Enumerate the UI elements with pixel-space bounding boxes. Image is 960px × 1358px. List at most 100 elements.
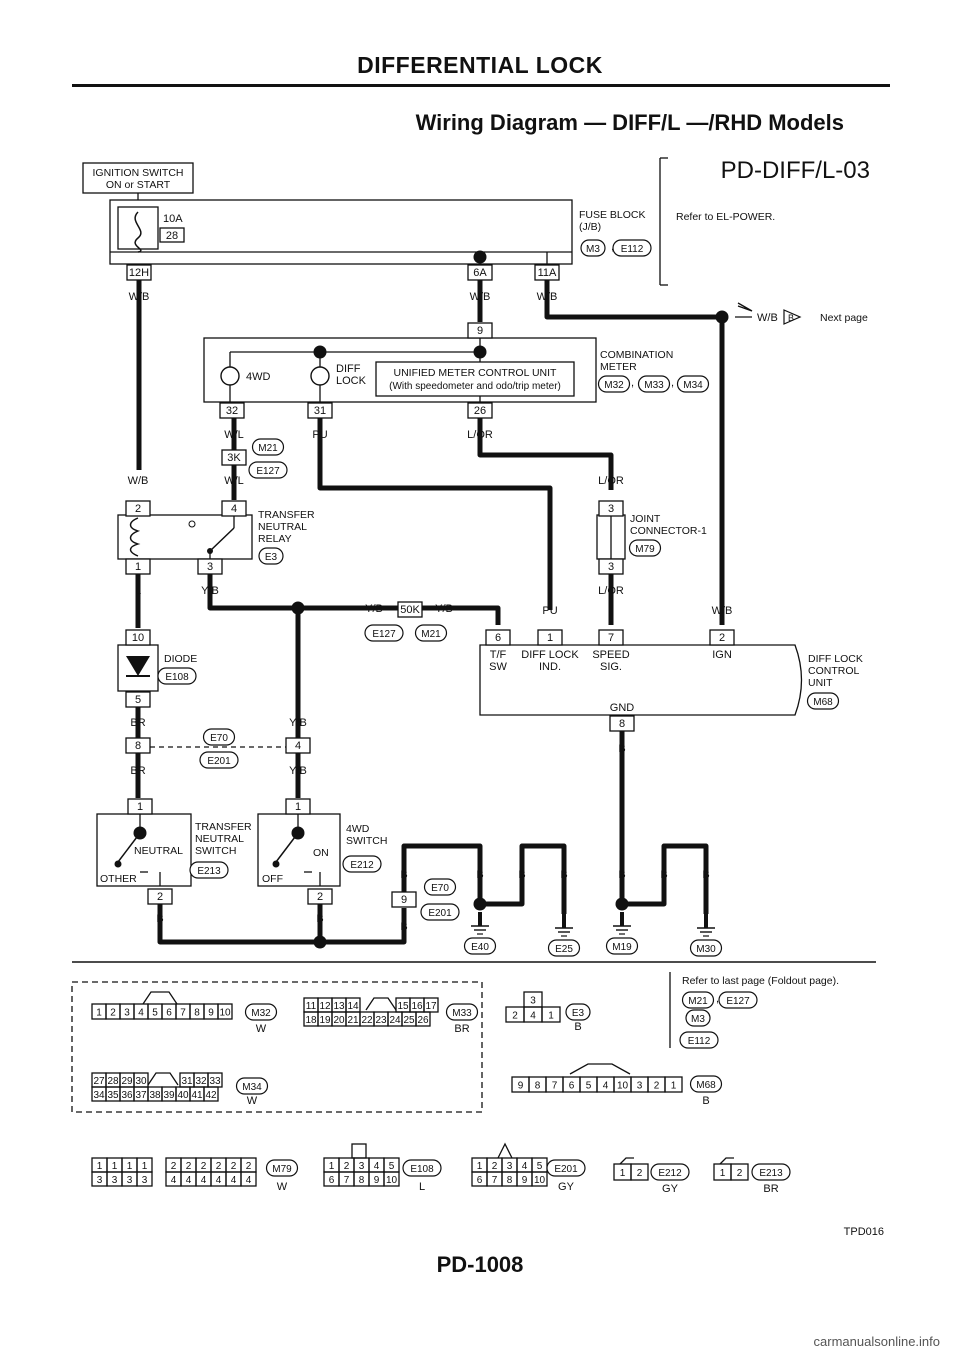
wire-gnd-e40 — [401, 843, 483, 904]
dlcu-pin-2: 2 — [719, 632, 725, 644]
m32-pin-9: 9 — [208, 1008, 214, 1019]
refer-e112-pill — [679, 1031, 719, 1049]
refer-e127: E127 — [726, 996, 750, 1007]
fuse-splice — [473, 250, 487, 264]
e213-pin-1: 1 — [720, 1168, 726, 1179]
meter-pin-32-box — [219, 402, 245, 419]
e3b-pin-2: 2 — [512, 1011, 518, 1022]
wire-b: B — [156, 913, 163, 925]
m33c-pin-22: 22 — [361, 1015, 373, 1026]
wire-yb: Y/B — [435, 603, 453, 615]
dlcu-conn-m68: M68 — [813, 697, 833, 708]
fuse-rating: 10A — [163, 213, 183, 225]
m33c-pin-26: 26 — [417, 1015, 429, 1026]
fuse-symbol — [134, 211, 142, 253]
ground-m30-pill — [689, 939, 723, 957]
term-6a-box — [467, 264, 493, 281]
m33c-pin-19: 19 — [319, 1015, 331, 1026]
e212-code-pill — [650, 1163, 690, 1181]
m33c-pin-23: 23 — [375, 1015, 387, 1026]
m79c-pin-3: 3 — [142, 1175, 148, 1186]
m32-pin-10: 10 — [219, 1008, 231, 1019]
e108a-pin-3: 3 — [359, 1161, 365, 1172]
splice-next — [715, 310, 729, 324]
e108b-cell — [383, 1171, 400, 1187]
m68-shell — [569, 1063, 631, 1075]
j50k-conn-e127: E127 — [372, 629, 396, 640]
m33b-pin-15: 15 — [397, 1001, 409, 1012]
m34c-pin-34: 34 — [93, 1090, 105, 1101]
e3-code: E3 — [572, 1008, 585, 1019]
junction-pin-4: 4 — [295, 740, 301, 752]
m32-pin-1: 1 — [96, 1008, 102, 1019]
dlcu-term-ign: IGN — [712, 649, 732, 661]
umcu-sub: (With speedometer and odo/trip meter) — [389, 381, 561, 392]
m79c-pin-3: 3 — [112, 1175, 118, 1186]
e201a-pin-3: 3 — [507, 1161, 513, 1172]
tns-label-3: SWITCH — [195, 845, 236, 857]
e212-code: E212 — [658, 1168, 682, 1179]
m68-pin-8: 8 — [535, 1081, 541, 1092]
wire-b: B — [660, 869, 667, 881]
m34c-pin-35: 35 — [107, 1090, 119, 1101]
e108b-pin-9: 9 — [374, 1175, 380, 1186]
next-arrow-icon — [783, 309, 802, 325]
meter-pin-9: 9 — [477, 325, 483, 337]
m68-pin-9: 9 — [518, 1081, 524, 1092]
wire-b: B — [316, 913, 323, 925]
umcu-box — [375, 361, 575, 397]
fuse-block-box — [109, 199, 573, 265]
junction-conn-e70-pill — [202, 728, 236, 746]
outline-layer — [71, 157, 876, 1187]
fuse-box — [117, 206, 159, 250]
wds-contact — [291, 826, 305, 840]
m33b-cell — [423, 997, 439, 1013]
m33a-pin-13: 13 — [333, 1001, 345, 1012]
m33-shell — [365, 997, 397, 1011]
lamp-4wd-icon — [220, 366, 240, 386]
relay-pin-1-box — [125, 558, 151, 575]
e108-latch — [351, 1143, 367, 1159]
wds-pin-1-box — [285, 798, 311, 815]
m34b-pin-31: 31 — [181, 1076, 193, 1087]
term-12h: 12H — [129, 267, 149, 279]
dlcu-pin-1-box — [537, 629, 563, 646]
wire-layer — [135, 280, 725, 945]
m79d-pin-4: 4 — [201, 1175, 207, 1186]
m79b-pin-2: 2 — [171, 1161, 177, 1172]
m79d-pin-4: 4 — [171, 1175, 177, 1186]
wire-br: BR — [130, 717, 145, 729]
dlcu-pin-2-box — [709, 629, 735, 646]
e3a-pin-3: 3 — [530, 996, 536, 1007]
e201b-pin-6: 6 — [477, 1175, 483, 1186]
e212-pin-2: 2 — [637, 1168, 643, 1179]
m34c-pin-38: 38 — [149, 1090, 161, 1101]
m79a-pin-1: 1 — [127, 1161, 133, 1172]
wire-wb: W/B — [470, 291, 491, 303]
lamp-4wd-label: 4WD — [246, 371, 271, 383]
m34b-pin-33: 33 — [209, 1076, 221, 1087]
e3b-cell — [541, 1006, 561, 1023]
fuse-conn-e112-pill — [612, 239, 652, 257]
m32-pin-2: 2 — [110, 1008, 116, 1019]
relay-conn-e3-pill — [258, 547, 284, 565]
wire-yb: Y/B — [201, 585, 219, 597]
diode-conn-e108-pill — [157, 667, 197, 685]
component-layer — [114, 211, 840, 1181]
e108b-pin-6: 6 — [329, 1175, 335, 1186]
e201a-pin-2: 2 — [492, 1161, 498, 1172]
next-page-label: Next page — [820, 312, 868, 324]
wire-b: B — [560, 869, 567, 881]
m32-shell — [142, 991, 178, 1005]
wire-lor-top — [477, 418, 614, 490]
next-wb: W/B — [757, 312, 778, 324]
wds-label: 4WD — [346, 823, 370, 835]
m34a-pin-28: 28 — [107, 1076, 119, 1087]
meter-conn-m32-pill — [597, 375, 631, 393]
joint-label: JOINT — [630, 513, 661, 525]
wds-conn-e212-pill — [342, 855, 382, 873]
relay-label: TRANSFER — [258, 509, 315, 521]
wire-gnd-bottom — [157, 904, 407, 945]
m79d-pin-4: 4 — [216, 1175, 222, 1186]
junction-conn-e201-pill — [199, 751, 239, 769]
